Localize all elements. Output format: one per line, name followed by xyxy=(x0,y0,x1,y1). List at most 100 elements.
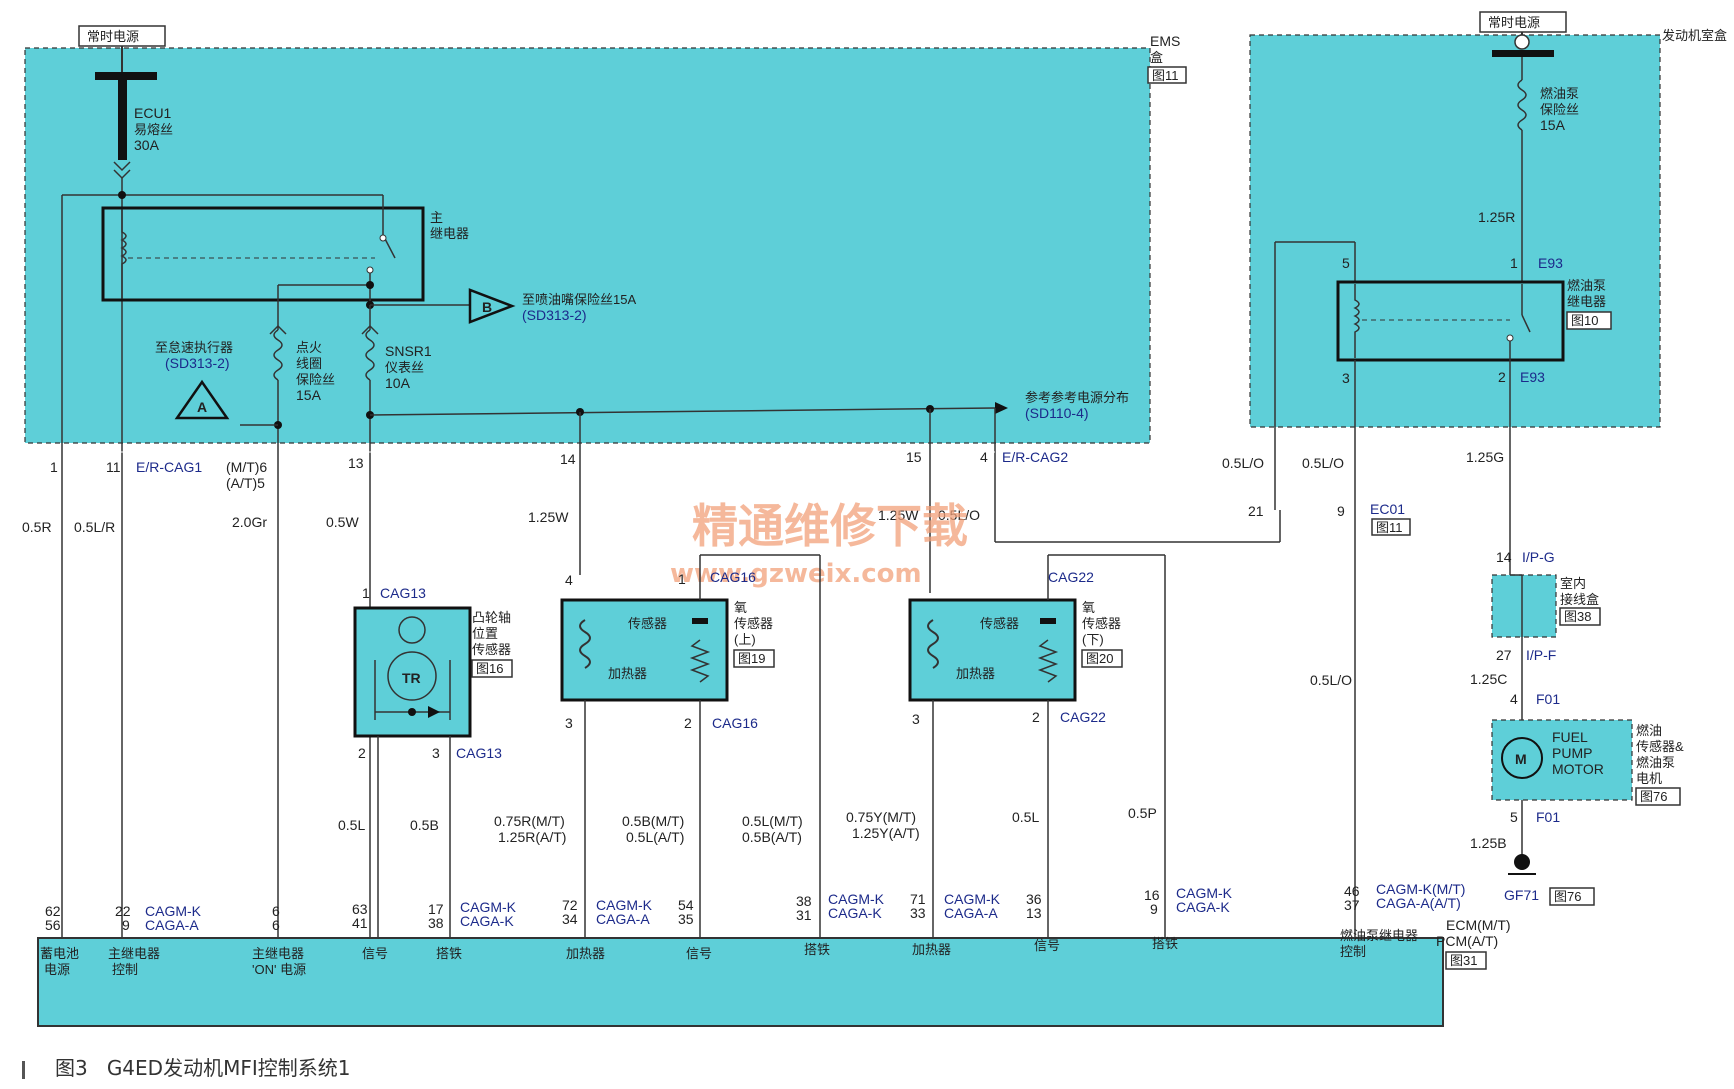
ref-a-text: 至怠速执行器 xyxy=(155,340,233,355)
wire-05r: 0.5R xyxy=(22,519,52,535)
wire-05l-b: 0.5L xyxy=(1012,809,1039,825)
engine-room-box xyxy=(1249,34,1661,428)
wire-125g-label: 1.25G xyxy=(1466,449,1504,465)
ecm-pin-6b: 6 xyxy=(272,917,280,933)
junction-label-2: 接线盒 xyxy=(1560,592,1599,607)
junction-label-1: 室内 xyxy=(1560,576,1586,591)
ecm-conn-2b: CAGA-K xyxy=(460,913,514,929)
conn-mt6: (M/T)6 xyxy=(226,459,267,475)
wire-05w: 0.5W xyxy=(326,514,359,530)
pump-relay-contact xyxy=(1506,334,1514,342)
ecm-conn-3b: CAGA-A xyxy=(596,911,650,927)
ecm-pin-38: 38 xyxy=(428,915,444,931)
pump-fuse-name-1: 燃油泵 xyxy=(1540,86,1579,101)
o2up-pin-4: 4 xyxy=(565,572,573,588)
ecm-pin-9b: 9 xyxy=(1150,901,1158,917)
snsr1-amp: 10A xyxy=(385,375,411,391)
relay-conn-e93-bottom: E93 xyxy=(1520,369,1545,385)
fuel-pump-ref: 图76 xyxy=(1640,789,1667,804)
ref-b-text: 至喷油嘴保险丝15A xyxy=(522,292,636,307)
ecm-pin-22: 22 xyxy=(115,903,131,919)
o2up-ref: 图19 xyxy=(738,651,765,666)
cam-pin-2: 2 xyxy=(358,745,366,761)
pump-relay-label-2: 继电器 xyxy=(1567,294,1606,309)
o2dn-sensor-box xyxy=(908,598,1077,702)
o2dn-pin-2: 2 xyxy=(1032,709,1040,725)
ref-b-label: B xyxy=(482,299,492,315)
relay-conn-e93-top: E93 xyxy=(1538,255,1563,271)
snsr1-code: SNSR1 xyxy=(385,343,432,359)
o2up-ref-box xyxy=(733,649,775,668)
o2up-pin-3: 3 xyxy=(565,715,573,731)
conn-at5: (A/T)5 xyxy=(226,475,265,491)
fuel-pump-l2: 传感器& xyxy=(1636,739,1684,754)
ecm-conn-4a: CAGM-K xyxy=(828,891,885,907)
ecm-label-5a: 搭铁 xyxy=(436,946,462,961)
watermark-url: www.gzweix.com xyxy=(670,559,922,589)
wire-125w-2: 1.25W xyxy=(878,507,919,523)
o2dn-label-3: (下) xyxy=(1082,632,1104,647)
ecm-label-7a: 信号 xyxy=(686,946,712,961)
ref-b-code: (SD313-2) xyxy=(522,307,587,323)
ecm-pin-17: 17 xyxy=(428,901,444,917)
pump-conn-bottom: F01 xyxy=(1536,809,1560,825)
ecm-label-2a: 主继电器 xyxy=(108,946,160,961)
pump-relay-box xyxy=(1336,280,1565,362)
o2up-sensor-element-icon xyxy=(689,639,711,683)
ecu1-fuse-link xyxy=(118,80,127,160)
ecm-label-3a: 主继电器 xyxy=(252,946,304,961)
ign-fuse-name-3: 保险丝 xyxy=(296,372,335,387)
ecm-pin-62: 62 xyxy=(45,903,61,919)
wire-05b-mt: 0.5B(M/T) xyxy=(622,813,684,829)
pin-1: 1 xyxy=(50,459,58,475)
o2up-label-1: 氧 xyxy=(734,600,747,615)
ec01-ref-box xyxy=(1371,518,1411,536)
pump-relay-ref-box xyxy=(1566,311,1612,330)
cam-sensor-wheel-icon xyxy=(398,616,426,644)
ecm-conn-7b: CAGA-A(A/T) xyxy=(1376,895,1461,911)
ecm-ref-box xyxy=(1445,951,1487,970)
main-relay-label-2: 继电器 xyxy=(430,226,469,241)
o2dn-heater-label: 加热器 xyxy=(956,666,995,681)
o2up-pin-1: 1 xyxy=(678,571,686,587)
fuel-pump-t1: FUEL xyxy=(1552,729,1588,745)
o2dn-conn-top: CAG22 xyxy=(1048,569,1094,585)
power-label-left: 常时电源 xyxy=(87,29,139,44)
ecu1-amp: 30A xyxy=(134,137,160,153)
ecm-conn-3a: CAGM-K xyxy=(596,897,653,913)
junction-box xyxy=(1491,574,1557,638)
wire-05lo-4: 0.5L/O xyxy=(1310,672,1352,688)
ref-a-triangle-icon xyxy=(174,379,230,420)
wire-075y-mt: 0.75Y(M/T) xyxy=(846,809,916,825)
ecm-conn-4b: CAGA-K xyxy=(828,905,882,921)
ecm-name-1: ECM(M/T) xyxy=(1446,917,1511,933)
pump-relay-label-1: 燃油泵 xyxy=(1567,278,1606,293)
wire-05p: 0.5P xyxy=(1128,805,1157,821)
snsr1-name: 仪表丝 xyxy=(385,360,424,375)
relay-pin-1: 1 xyxy=(1510,255,1518,271)
power-bus-right xyxy=(1492,50,1554,57)
ecm-ref: 图31 xyxy=(1450,953,1477,968)
ign-fuse-chevron-icon xyxy=(269,324,287,335)
pin-4: 4 xyxy=(980,449,988,465)
power-dist-arrow-icon xyxy=(995,402,1008,414)
cam-pin-1: 1 xyxy=(362,585,370,601)
conn-er-cag1: E/R-CAG1 xyxy=(136,459,202,475)
pump-fuse-icon xyxy=(1517,79,1527,131)
junction-conn-g: I/P-G xyxy=(1522,549,1555,565)
ecm-conn-1a: CAGM-K xyxy=(145,903,202,919)
junction-conn-f: I/P-F xyxy=(1526,647,1556,663)
ground-ref-box xyxy=(1549,887,1595,906)
junction-ref-box xyxy=(1559,607,1601,626)
wire-05lo-2: 0.5L/O xyxy=(1222,455,1264,471)
ecm-label-6a: 加热器 xyxy=(566,946,605,961)
pump-pin-4: 4 xyxy=(1510,691,1518,707)
o2up-conn-bottom: CAG16 xyxy=(712,715,758,731)
o2up-cell-icon xyxy=(692,618,708,624)
pump-fuse-amp: 15A xyxy=(1540,117,1566,133)
ref-b-triangle-icon xyxy=(468,288,516,324)
o2up-label-3: (上) xyxy=(734,632,756,647)
ground-code: GF71 xyxy=(1504,887,1539,903)
ecm-pin-41: 41 xyxy=(352,915,368,931)
